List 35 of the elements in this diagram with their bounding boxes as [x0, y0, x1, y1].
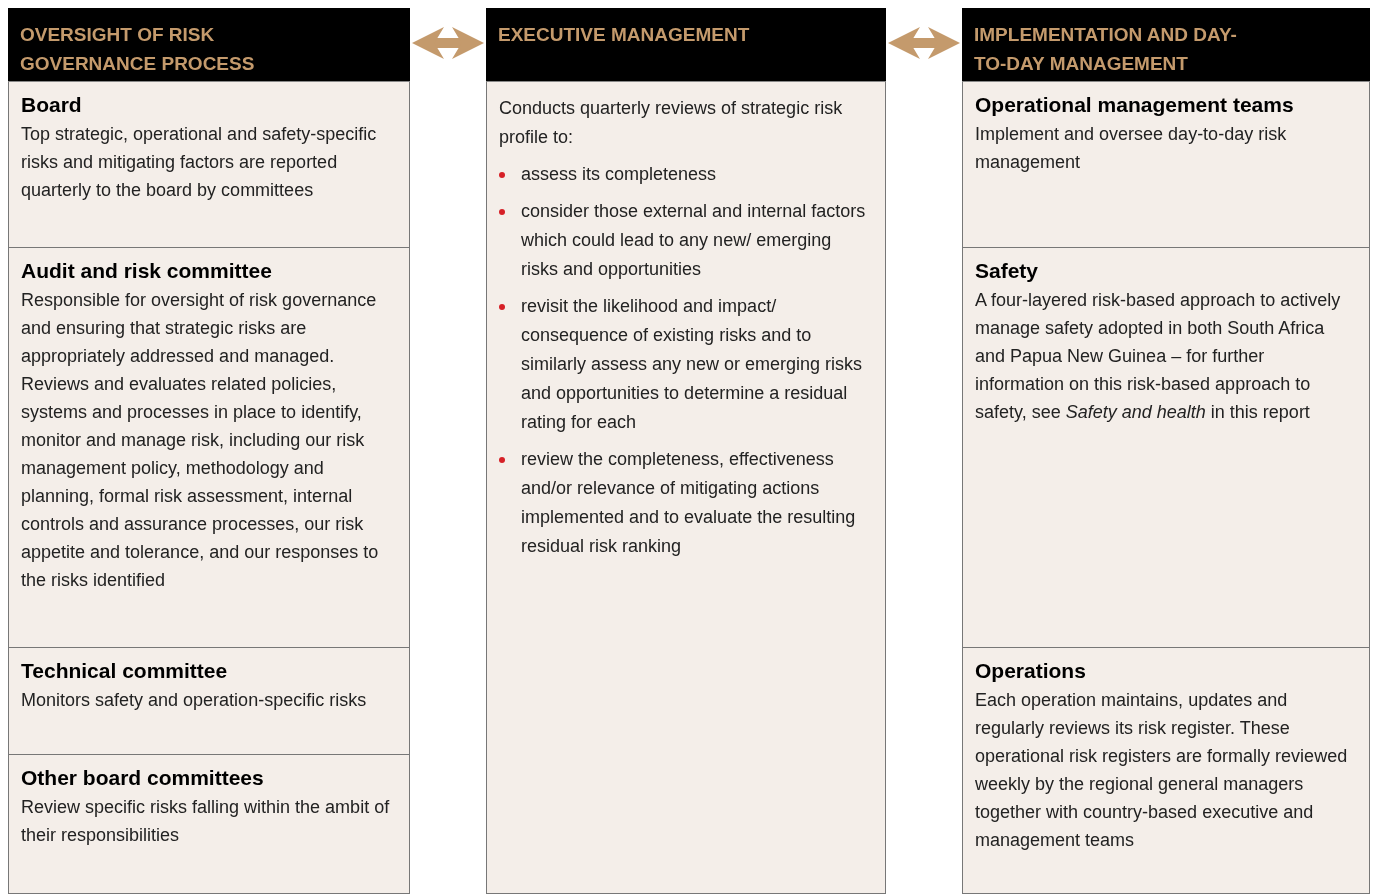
bullet-text: assess its completeness [521, 163, 717, 186]
double-arrow [888, 27, 960, 59]
panel-description: Implement and oversee day-to-day risk management [975, 123, 1288, 174]
bullet-text: review the completeness, effectiveness and/or relevance of mitigating actions implemented and to evaluate the resulting residual risk ranking [521, 448, 857, 558]
panel-description: Responsible for oversight of risk governance and ensuring that strategic risks are appropriately addressed and managed. Reviews and evaluates related policies, systems and processes in place to identify, monitor and manage risk, including our risk management policy, methodology and planning, formal risk assessment, internal controls and assurance processes, our risk appetite and tolerance, and our responses to the risks identified [21, 289, 380, 592]
panel-description: A four-layered risk-based approach to actively manage safety adopted in both South Africa and Papua New Guinea – for further information on this risk-based approach to safety, see Safety and health in this report [975, 289, 1342, 424]
panel-heading: Operations [975, 658, 1087, 684]
double-arrow [412, 27, 484, 59]
header-text: EXECUTIVE MANAGEMENT [498, 23, 751, 47]
content-panel [486, 82, 886, 894]
panel-heading: Other board committees [21, 765, 265, 791]
panel-description: Monitors safety and operation-specific risks [21, 689, 368, 712]
header-text: OVERSIGHT OF RISK GOVERNANCE PROCESS [20, 23, 256, 76]
bullet-text: consider those external and internal factors which could lead to any new/ emerging risks and opportunities [521, 200, 867, 281]
intro-text: Conducts quarterly reviews of strategic risk profile to: [499, 97, 844, 149]
panel-description: Top strategic, operational and safety-specific risks and mitigating factors are reported quarterly to the board by committees [21, 123, 378, 202]
content-panel [962, 648, 1370, 894]
content-panel [962, 248, 1370, 648]
panel-description: Each operation maintains, updates and regularly reviews its risk register. These operational risk registers are formally reviewed weekly by the regional general managers together with country-based executive and management teams [975, 689, 1349, 852]
panel-heading: Operational management teams [975, 92, 1295, 118]
content-panel [8, 248, 410, 648]
content-panel [962, 82, 1370, 248]
column-header [8, 8, 410, 82]
column-header [486, 8, 886, 82]
panel-heading: Safety [975, 258, 1040, 284]
column-header [962, 8, 1370, 82]
bullet-text: revisit the likelihood and impact/ consequence of existing risks and to similarly assess any new or emerging risks and opportunities to determine a residual rating for each [521, 295, 864, 434]
header-text: IMPLEMENTATION AND DAY-TO-DAY MANAGEMENT [974, 23, 1238, 76]
panel-description: Review specific risks falling within the ambit of their responsibilities [21, 796, 391, 847]
content-panel [8, 82, 410, 248]
panel-heading: Audit and risk committee [21, 258, 273, 284]
content-panel [8, 755, 410, 894]
content-panel [8, 648, 410, 755]
panel-heading: Board [21, 92, 83, 118]
panel-heading: Technical committee [21, 658, 229, 684]
